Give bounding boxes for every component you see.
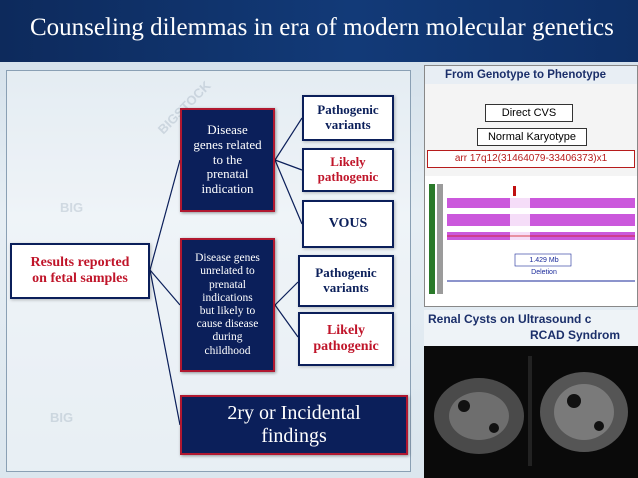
deletion-label: 1.429 Mb Deletion	[529, 257, 559, 276]
array-plot	[425, 176, 637, 306]
leaf-pathogenic-variants: Pathogenic variants	[298, 255, 394, 307]
ultrasound-panel: Renal Cysts on Ultrasound c RCAD Syndrom	[424, 310, 638, 478]
leaf-vous: VOUS	[302, 200, 394, 248]
panel-heading: Renal Cysts on Ultrasound c	[428, 312, 592, 326]
leaf-likely-pathogenic: Likely pathogenic	[298, 312, 394, 366]
microarray-panel: From Genotype to Phenotype Direct CVS No…	[424, 65, 638, 307]
panel-heading: From Genotype to Phenotype	[425, 66, 637, 84]
array-result-label: arr 17q12(31464079-33406373)x1	[427, 150, 635, 168]
branch-related-genes: Disease genes related to the prenatal in…	[180, 108, 275, 212]
karyotype-label: Normal Karyotype	[477, 128, 587, 146]
slide-title: Counseling dilemmas in era of modern mol…	[30, 14, 614, 41]
leaf-likely-pathogenic: Likely pathogenic	[302, 148, 394, 192]
panel-heading: RCAD Syndrom	[530, 328, 621, 342]
leaf-pathogenic-variants: Pathogenic variants	[302, 95, 394, 141]
root-node: Results reported on fetal samples	[10, 243, 150, 299]
branch-incidental-findings: 2ry or Incidental findings	[180, 395, 408, 455]
ultrasound-image	[424, 346, 638, 478]
title-bar: Counseling dilemmas in era of modern mol…	[0, 0, 638, 62]
watermark: BIG	[60, 200, 84, 215]
direct-cvs-label: Direct CVS	[485, 104, 573, 122]
branch-unrelated-genes: Disease genes unrelated to prenatal indi…	[180, 238, 275, 372]
watermark: BIG	[50, 410, 74, 425]
